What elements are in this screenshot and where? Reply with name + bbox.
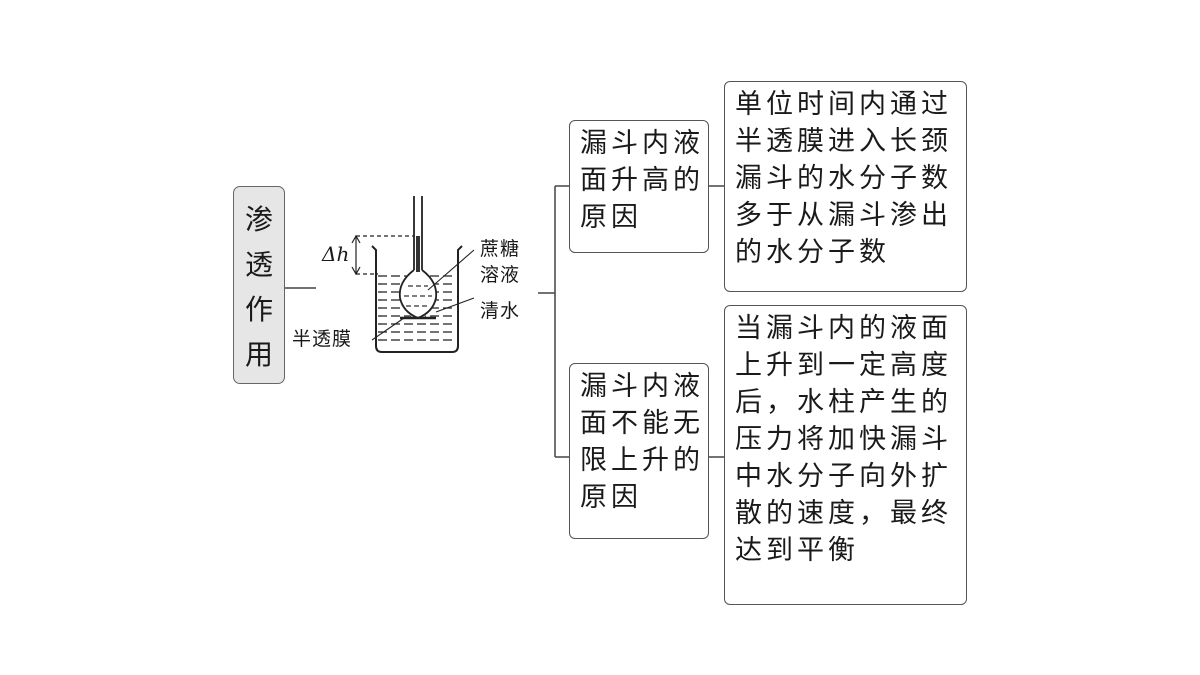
detail-text-line: 漏斗的水分子数 (735, 163, 952, 194)
branch-text-line: 原因 (580, 202, 642, 233)
branch-text-line: 限上升的 (580, 445, 704, 476)
sucrose-label-line: 蔗糖 (480, 238, 521, 260)
detail-text-line: 的水分子数 (735, 237, 890, 268)
detail-text-line: 多于从漏斗渗出 (735, 200, 952, 231)
branch-text-line: 漏斗内液 (580, 128, 704, 159)
root-char: 用 (244, 338, 273, 371)
detail-node-level-rise: 单位时间内通过 半透膜进入长颈 漏斗的水分子数 多于从漏斗渗出 的水分子数 (724, 81, 967, 292)
root-char: 作 (244, 293, 273, 326)
root-char: 渗 (244, 203, 273, 236)
branch-text-line: 原因 (580, 482, 642, 513)
root-node-osmosis: 渗 透 作 用 (233, 186, 285, 384)
delta-h-marker (351, 234, 414, 276)
branch-text-line: 面升高的 (580, 165, 704, 196)
branch-text-line: 面不能无 (580, 408, 704, 439)
delta-h-label: Δh (322, 242, 350, 266)
detail-text-line: 达到平衡 (735, 535, 859, 566)
detail-text-line: 上升到一定高度 (735, 350, 952, 381)
label-leaders (371, 249, 475, 341)
beaker-outline (371, 245, 463, 353)
water-label: 清水 (480, 300, 521, 322)
detail-text-line: 中水分子向外扩 (735, 461, 952, 492)
detail-text-line: 散的速度，最终 (735, 498, 952, 529)
root-char: 透 (244, 248, 273, 281)
detail-text-line: 后，水柱产生的 (735, 387, 952, 418)
detail-text-line: 当漏斗内的液面 (735, 313, 952, 344)
detail-node-equilibrium: 当漏斗内的液面 上升到一定高度 后，水柱产生的 压力将加快漏斗 中水分子向外扩 … (724, 305, 967, 605)
detail-text-line: 半透膜进入长颈 (735, 126, 952, 157)
funnel-solution-lines (404, 285, 432, 307)
funnel-outline (398, 196, 438, 319)
branch-node-no-unlimited-rise-reason: 漏斗内液 面不能无 限上升的 原因 (569, 363, 709, 539)
branch-node-level-rise-reason: 漏斗内液 面升高的 原因 (569, 120, 709, 253)
membrane-label: 半透膜 (292, 328, 353, 350)
detail-text-line: 单位时间内通过 (735, 89, 952, 120)
branch-text-line: 漏斗内液 (580, 371, 704, 402)
sucrose-label-line: 溶液 (480, 264, 521, 286)
detail-text-line: 压力将加快漏斗 (735, 424, 952, 455)
